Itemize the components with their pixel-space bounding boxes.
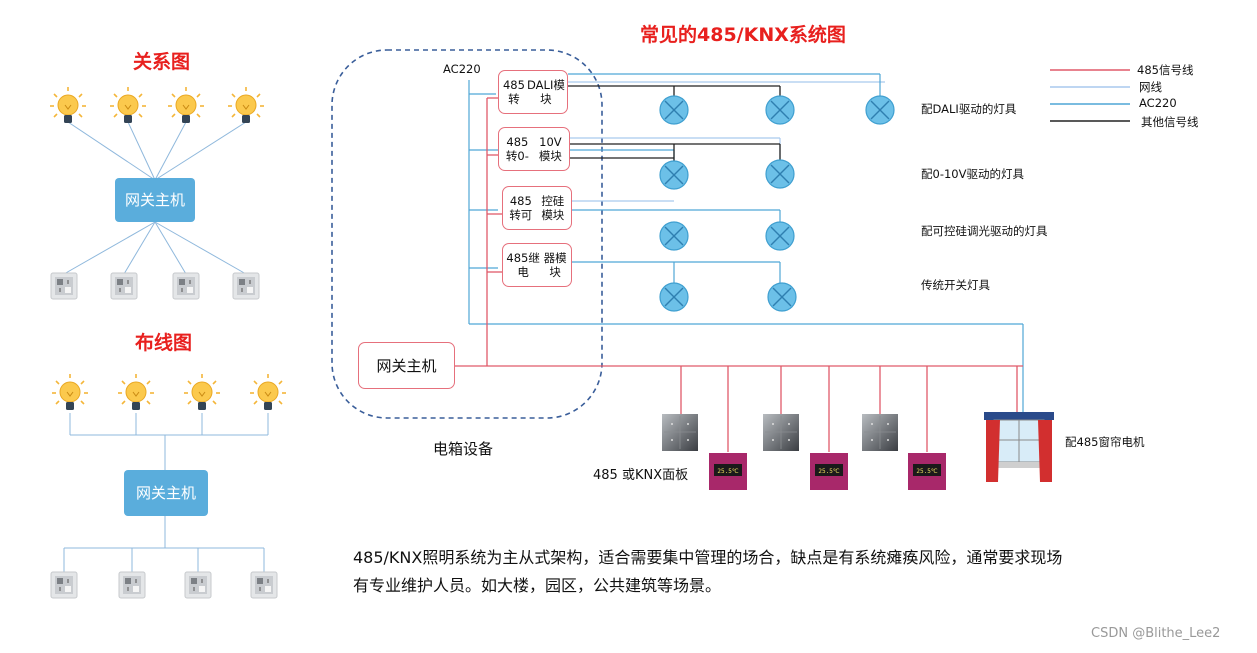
description-line-1: 485/KNX照明系统为主从式架构，适合需要集中管理的场合，缺点是有系统瘫痪风险… [353, 548, 1063, 567]
lamp-row-label-switch: 传统开关灯具 [921, 278, 990, 292]
lamp-group [659, 95, 895, 312]
wiring-switches [50, 571, 278, 599]
lamp-x-icon [659, 160, 689, 190]
light-bulb-icon [167, 86, 205, 124]
main-title: 常见的485/KNX系统图 [640, 24, 846, 46]
wall-switch-icon [232, 272, 260, 300]
module-scr: 485转可控硅模块 [502, 186, 572, 230]
lamp-x-icon [659, 282, 689, 312]
lamp-x-icon [659, 95, 689, 125]
thermostat-panel-icon [709, 453, 747, 490]
light-bulb-icon [51, 373, 89, 411]
light-bulb-icon [183, 373, 221, 411]
wall-switch-icon [110, 272, 138, 300]
lamp-x-icon [767, 282, 797, 312]
wall-switch-icon [50, 571, 78, 599]
curtain-label: 配485窗帘电机 [1065, 435, 1145, 449]
cabinet-label: 电箱设备 [433, 440, 494, 458]
legend-ac220-label: AC220 [1139, 96, 1177, 110]
other-signal-lines [528, 85, 781, 162]
legend-network-label: 网线 [1139, 80, 1162, 94]
wiring-diagram-title: 布线图 [135, 332, 193, 354]
light-bulb-icon [49, 86, 87, 124]
lamp-x-icon [659, 221, 689, 251]
lamp-x-icon [765, 95, 795, 125]
module-0-10v: 485转0-10V模块 [498, 127, 570, 171]
description-line-2: 有专业维护人员。如大楼，园区，公共建筑等场景。 [353, 576, 722, 595]
lamp-row-label-dali: 配DALI驱动的灯具 [921, 102, 1017, 116]
panel-group [661, 413, 946, 490]
switch-panel-icon [861, 413, 899, 452]
gateway-box-top: 网关主机 [115, 178, 195, 222]
legend-other-label: 其他信号线 [1141, 115, 1199, 129]
wiring-diagram-lines [63, 413, 269, 572]
rs485-lines [455, 97, 1023, 452]
thermostat-panel-icon [810, 453, 848, 490]
legend-485-label: 485信号线 [1137, 63, 1194, 77]
wall-switch-icon [118, 571, 146, 599]
gateway-box-main: 网关主机 [358, 342, 455, 389]
network-lines [528, 81, 885, 202]
curtain-window-icon [984, 412, 1054, 482]
switch-panel-icon [661, 413, 699, 452]
lamp-x-icon [865, 95, 895, 125]
watermark: CSDN @Blithe_Lee2 [1091, 626, 1221, 641]
switch-panel-icon [762, 413, 800, 452]
wiring-bulbs [51, 373, 287, 411]
ac220-label: AC220 [443, 62, 481, 76]
relation-diagram-lines [63, 121, 247, 275]
panel-label: 485 或KNX面板 [593, 468, 689, 483]
module-relay: 485继电器模块 [502, 243, 572, 287]
wall-switch-icon [50, 272, 78, 300]
relation-bulbs [49, 86, 265, 124]
lamp-x-icon [765, 159, 795, 189]
relation-switches [50, 272, 260, 300]
legend-lines [1050, 69, 1130, 122]
lamp-row-label-scr: 配可控硅调光驱动的灯具 [921, 224, 1048, 238]
thermostat-panel-icon [908, 453, 946, 490]
lamp-row-label-0-10v: 配0-10V驱动的灯具 [921, 167, 1024, 181]
light-bulb-icon [109, 86, 147, 124]
wall-switch-icon [250, 571, 278, 599]
lamp-x-icon [765, 221, 795, 251]
gateway-box-bottom: 网关主机 [124, 470, 208, 516]
cabinet-frame [331, 49, 603, 419]
wall-switch-icon [184, 571, 212, 599]
light-bulb-icon [117, 373, 155, 411]
wall-switch-icon [172, 272, 200, 300]
ac220-lines [468, 73, 1024, 412]
light-bulb-icon [227, 86, 265, 124]
relation-diagram-title: 关系图 [133, 51, 191, 73]
light-bulb-icon [249, 373, 287, 411]
